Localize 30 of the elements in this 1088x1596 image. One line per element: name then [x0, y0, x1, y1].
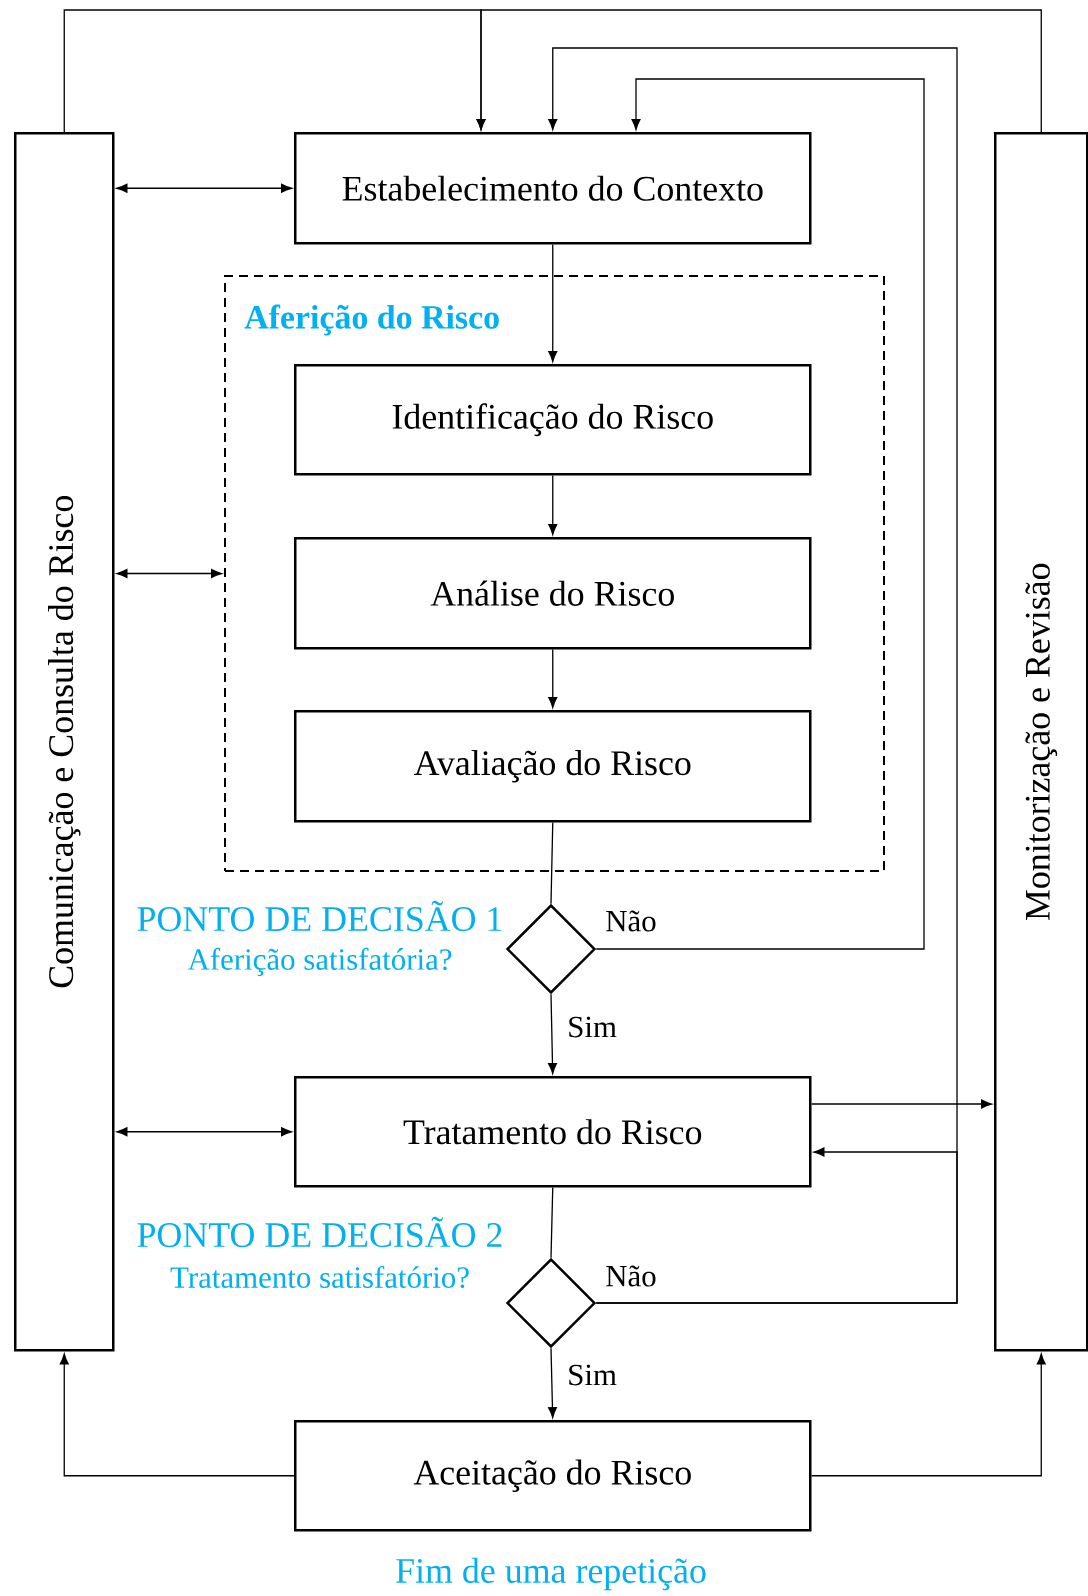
- arrow: [548, 243, 558, 363]
- process-box: Identificação do Risco: [294, 364, 812, 476]
- process-box: Tratamento do Risco: [294, 1076, 812, 1188]
- process-box: Monitorização e Revisão: [994, 132, 1088, 1352]
- process-box: Aceitação do Risco: [294, 1420, 812, 1532]
- arrow: [548, 474, 558, 536]
- arrow: [810, 1099, 993, 1109]
- arrow: [595, 78, 925, 950]
- decision-caption: PONTO DE DECISÃO 2: [137, 1216, 502, 1248]
- decision-caption: Tratamento satisfatório?: [170, 1265, 469, 1289]
- process-box: Comunicação e Consulta do Risco: [14, 132, 115, 1352]
- arrow: [116, 569, 223, 578]
- edge-label: Não: [604, 909, 658, 933]
- decision-caption: PONTO DE DECISÃO 1: [137, 900, 502, 932]
- process-box: Avaliação do Risco: [294, 710, 812, 823]
- arrow: [476, 9, 1042, 133]
- arrow: [116, 183, 293, 193]
- process-box: Estabelecimento do Contexto: [294, 132, 812, 245]
- arrow: [59, 1353, 295, 1477]
- arrow: [595, 1147, 958, 1304]
- edge-label: Sim: [566, 1015, 618, 1039]
- arrow: [548, 993, 557, 1075]
- decision-caption: Aferição satisfatória?: [187, 947, 452, 977]
- arrow: [547, 1347, 557, 1419]
- arrow: [810, 1353, 1046, 1477]
- arrow: [548, 648, 558, 709]
- arrow: [116, 1127, 293, 1137]
- process-box: Análise do Risco: [294, 537, 812, 650]
- edge-label: Sim: [566, 1363, 618, 1387]
- edge-label: Não: [604, 1264, 658, 1288]
